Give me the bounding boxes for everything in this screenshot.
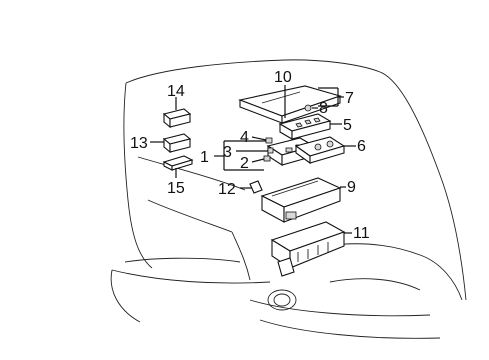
part-3-fuse [267, 147, 274, 154]
callout-14: 14 [167, 83, 185, 100]
part-13-relay [162, 133, 192, 154]
callout-13: 13 [130, 135, 148, 152]
callout-4: 4 [240, 129, 249, 146]
callout-9: 9 [347, 179, 356, 196]
part-2-fuse [263, 155, 271, 162]
part-5-relay-block [278, 113, 332, 140]
callout-15: 15 [167, 180, 185, 197]
callout-10: 10 [274, 69, 292, 86]
part-11-lower-bracket [270, 221, 346, 277]
callout-6: 6 [357, 138, 366, 155]
callout-3: 3 [223, 144, 232, 161]
callout-5: 5 [343, 117, 352, 134]
callout-1: 1 [200, 149, 209, 166]
callout-8: 8 [319, 100, 328, 117]
part-8-fuse [304, 104, 312, 112]
leader-lines [150, 85, 356, 234]
part-15-connector-cover [162, 155, 194, 171]
part-12-clip [249, 180, 263, 194]
callout-12: 12 [218, 181, 236, 198]
callout-2: 2 [240, 155, 249, 172]
vehicle-outline [110, 59, 467, 339]
part-4-fuse [265, 137, 273, 144]
callout-11: 11 [353, 225, 370, 242]
callout-7: 7 [345, 90, 354, 107]
callout-labels: 1 2 3 4 5 6 7 8 9 10 11 12 13 14 15 [130, 69, 370, 242]
part-9-box-housing [260, 177, 342, 223]
part-14-relay [162, 108, 192, 129]
